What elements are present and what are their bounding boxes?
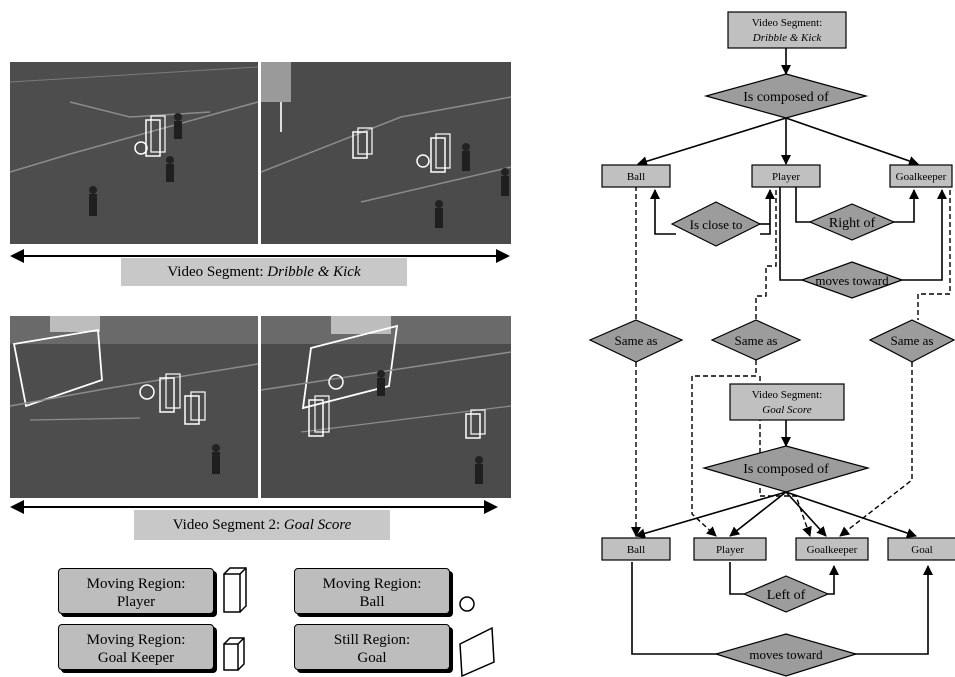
segment1-frame-left [10,62,258,244]
bottom-segment-node: Video Segment: Goal Score [729,383,845,421]
legend-ball: Moving Region:Ball [294,568,450,614]
svg-text:Video Segment:: Video Segment: [752,17,823,29]
svg-text:Goalkeeper: Goalkeeper [896,171,947,183]
segment1-frame-right [261,62,511,244]
moves-toward-top-diamond: moves toward [800,261,904,299]
same-as-diamond-2: Same as [710,319,802,361]
svg-text:Player: Player [772,171,800,183]
svg-text:Is composed of: Is composed of [743,90,829,105]
svg-text:Left of: Left of [767,588,806,603]
moves-toward-bottom-diamond: moves toward [713,633,859,677]
bottom-goal-node: Goal [887,537,955,561]
svg-text:Dribble & Kick: Dribble & Kick [752,32,823,44]
legend-goalkeeper: Moving Region:Goal Keeper [58,624,214,670]
bottom-player-node: Player [693,537,767,561]
svg-text:Goal: Goal [911,544,932,556]
ball-marker [134,141,148,155]
segment1-caption: Video Segment: Dribble & Kick [121,258,407,286]
segment2-frame-left [10,316,258,498]
player-box [145,119,161,157]
svg-text:Goalkeeper: Goalkeeper [807,544,858,556]
same-as-diamond-1: Same as [588,319,684,363]
box-tall-icon [223,567,247,613]
svg-text:moves toward: moves toward [749,647,823,662]
segment2-caption: Video Segment 2: Goal Score [134,510,390,540]
segment2-frame-right [261,316,511,498]
top-goalkeeper-node: Goalkeeper [889,164,953,188]
svg-text:Player: Player [716,544,744,556]
top-player-node: Player [751,164,821,188]
right-of-diamond: Right of [808,203,896,241]
bottom-goalkeeper-node: Goalkeeper [795,537,869,561]
composed-bottom-diamond: Is composed of [701,445,871,493]
svg-text:Same as: Same as [735,333,778,348]
svg-text:Ball: Ball [627,544,645,556]
circle-icon [459,596,475,612]
quad-icon [459,626,495,677]
top-ball-node: Ball [601,164,671,188]
left-of-diamond: Left of [742,575,830,613]
box-short-icon [223,637,245,671]
svg-text:Ball: Ball [627,171,645,183]
is-close-to-diamond: Is close to [670,201,762,247]
svg-text:moves toward: moves toward [815,273,889,288]
svg-text:Goal Score: Goal Score [762,404,812,416]
svg-text:Same as: Same as [615,333,658,348]
legend-player: Moving Region:Player [58,568,214,614]
svg-text:Right of: Right of [829,216,876,231]
top-segment-node: Video Segment: Dribble & Kick [727,11,847,49]
svg-text:Same as: Same as [891,333,934,348]
svg-text:Video Segment:: Video Segment: [752,389,823,401]
svg-text:Is close to: Is close to [690,217,743,232]
legend-goal: Still Region:Goal [294,624,450,670]
bottom-ball-node: Ball [601,537,671,561]
svg-text:Is composed of: Is composed of [743,462,829,477]
same-as-diamond-3: Same as [868,319,955,363]
composed-top-diamond: Is composed of [703,73,869,119]
